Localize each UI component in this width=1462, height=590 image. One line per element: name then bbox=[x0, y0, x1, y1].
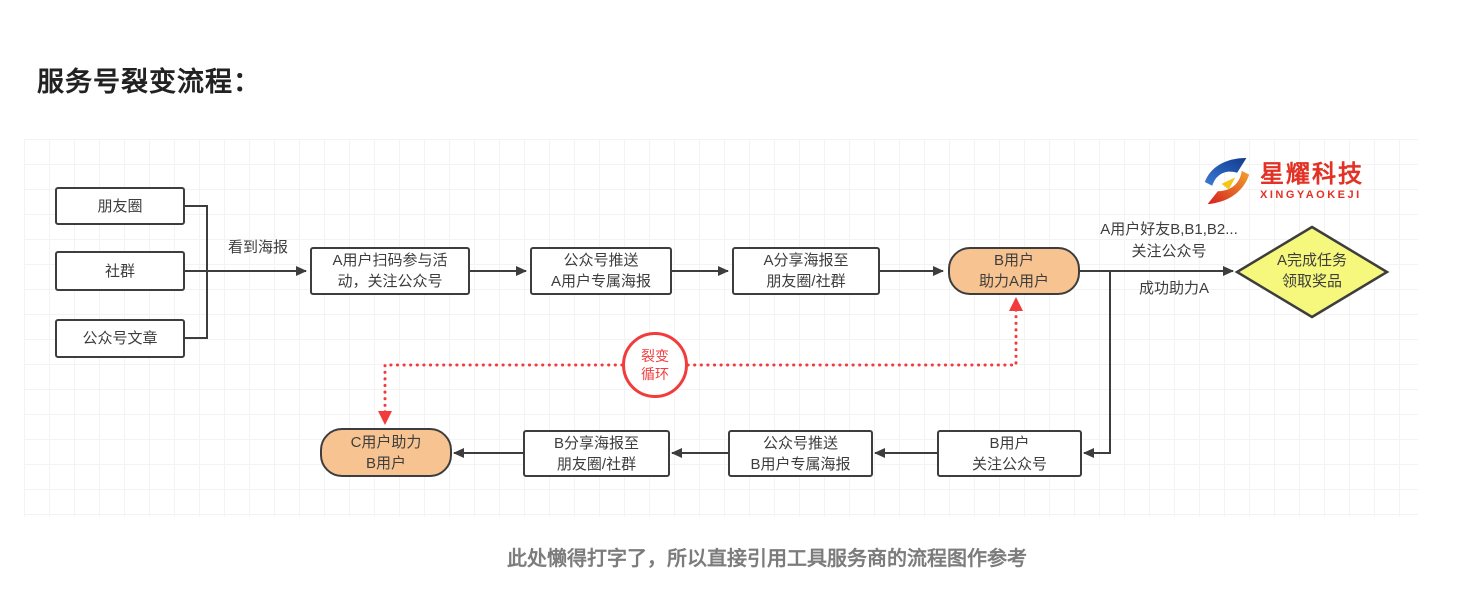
flow-node-moments: 朋友圈 bbox=[55, 187, 185, 225]
edge-label-assist-success: 成功助力A bbox=[1138, 280, 1209, 297]
node-label: 公众号推送 bbox=[563, 252, 639, 269]
node-label: B用户 bbox=[993, 252, 1034, 269]
flowchart-canvas: 朋友圈 社群 公众号文章 A用户扫码参与活 动，关注公众号 公众号推送 A用户专… bbox=[24, 139, 1418, 517]
node-label: C用户助力 bbox=[350, 433, 422, 451]
flow-node-push-poster-b: 公众号推送 B用户专属海报 bbox=[728, 430, 873, 477]
node-label: B用户 bbox=[365, 454, 406, 472]
node-label: 朋友圈 bbox=[97, 197, 143, 215]
edge-label-friends: A用户好友B,B1,B2... 关注公众号 bbox=[1074, 219, 1264, 263]
node-label: 公众号文章 bbox=[82, 330, 158, 347]
node-label: 公众号推送 bbox=[762, 434, 838, 452]
footer-caption: 此处懒得打字了，所以直接引用工具服务商的流程图作参考 bbox=[507, 548, 1027, 570]
flow-node-community: 社群 bbox=[55, 251, 185, 291]
node-label: 关注公众号 bbox=[971, 455, 1047, 473]
node-label: A完成任务 bbox=[1276, 252, 1347, 269]
edge-label-line: A用户好友B,B1,B2... bbox=[1100, 221, 1238, 238]
flow-node-scan-join: A用户扫码参与活 动，关注公众号 bbox=[310, 247, 470, 295]
logo-text: 星耀科技 XINGYAOKEJI bbox=[1260, 162, 1364, 202]
node-label: 朋友圈/社群 bbox=[766, 273, 846, 290]
node-label: 社群 bbox=[104, 262, 135, 280]
node-label: 领取奖品 bbox=[1281, 273, 1342, 290]
node-label: B分享海报至 bbox=[553, 434, 639, 452]
logo-company-name: 星耀科技 bbox=[1260, 161, 1364, 188]
node-label: B用户专属海报 bbox=[750, 455, 851, 473]
flow-node-share-poster-a: A分享海报至 朋友圈/社群 bbox=[732, 247, 880, 295]
node-label: A用户扫码参与活 bbox=[332, 252, 448, 269]
node-label: A分享海报至 bbox=[763, 252, 849, 269]
flow-node-article: 公众号文章 bbox=[55, 319, 185, 358]
node-label: A用户专属海报 bbox=[550, 273, 651, 290]
flow-node-push-poster-a: 公众号推送 A用户专属海报 bbox=[530, 247, 672, 295]
node-label: 助力A用户 bbox=[978, 273, 1049, 290]
flow-node-b-follows: B用户 关注公众号 bbox=[937, 430, 1082, 477]
flow-node-share-poster-b: B分享海报至 朋友圈/社群 bbox=[523, 430, 670, 477]
flow-node-c-assists-b: C用户助力 B用户 bbox=[320, 428, 452, 477]
node-label: B用户 bbox=[989, 434, 1030, 452]
node-label: 动，关注公众号 bbox=[337, 273, 443, 290]
edge-label-see-poster: 看到海报 bbox=[227, 239, 288, 256]
logo-romanized-name: XINGYAOKEJI bbox=[1260, 189, 1362, 201]
node-label: 朋友圈/社群 bbox=[556, 455, 637, 473]
company-logo: 星耀科技 XINGYAOKEJI bbox=[1203, 156, 1364, 208]
logo-swoosh-icon bbox=[1204, 158, 1250, 205]
page-title: 服务号裂变流程： bbox=[37, 67, 261, 97]
flow-node-reward-diamond: A完成任务 领取奖品 bbox=[1252, 250, 1372, 292]
loop-label: 裂变 bbox=[641, 348, 669, 364]
fission-loop-badge: 裂变 循环 bbox=[622, 332, 688, 398]
edge-label-line: 关注公众号 bbox=[1131, 243, 1207, 260]
flow-node-b-assists-a: B用户 助力A用户 bbox=[948, 247, 1080, 295]
loop-label: 循环 bbox=[641, 366, 669, 382]
